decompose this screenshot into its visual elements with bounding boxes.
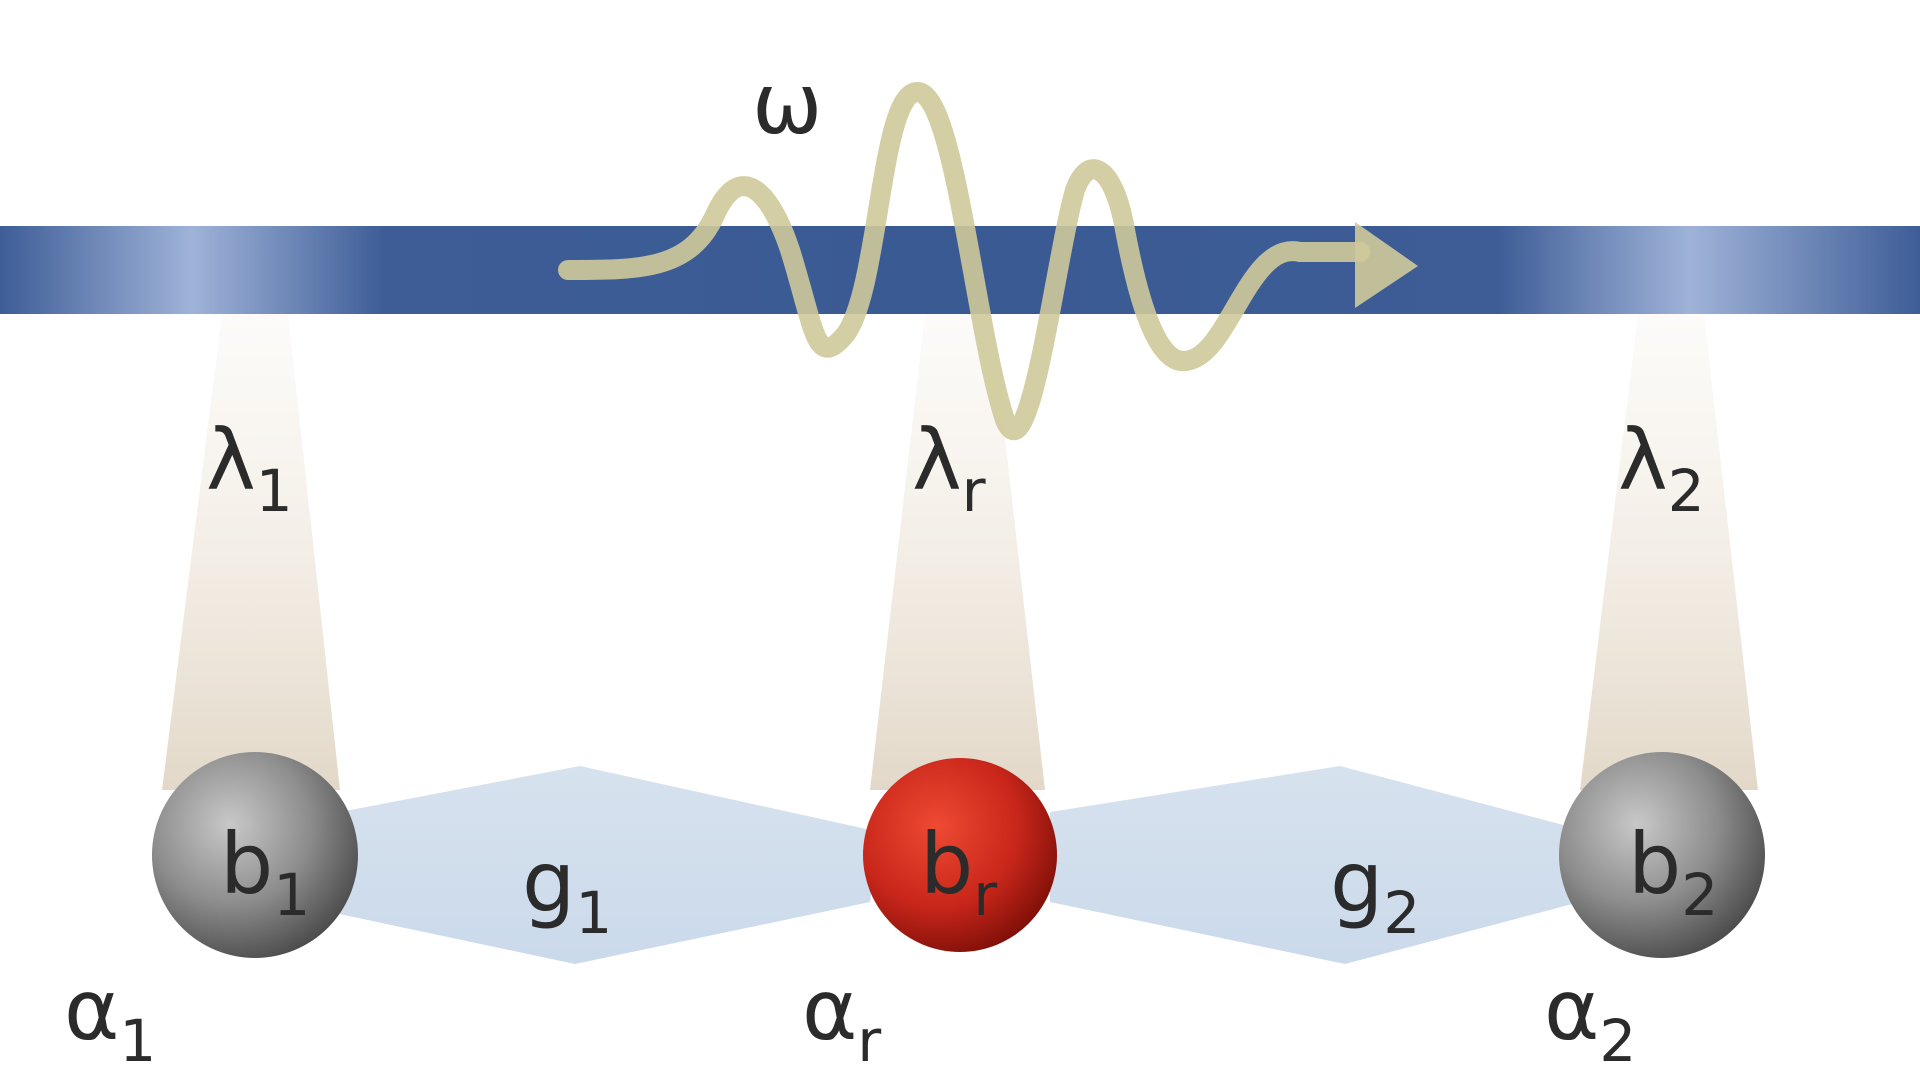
g1-label: g1 (522, 833, 613, 948)
photon-arrowhead (1355, 222, 1418, 308)
boson-r-label: br (920, 815, 998, 930)
boson-2-label: b2 (1628, 815, 1719, 930)
boson-r (863, 758, 1057, 952)
alpha-1-label: α1 (64, 961, 157, 1076)
coupling-g2-shape (1050, 766, 1590, 964)
g2-label: g2 (1330, 833, 1421, 948)
coupling-beam-r (870, 314, 1045, 790)
boson-2 (1559, 752, 1765, 958)
coupling-beam-2 (1580, 314, 1758, 790)
lambda-1-label: λ1 (206, 411, 293, 526)
boson-1-label: b1 (220, 815, 311, 930)
alpha-2-label: α2 (1544, 961, 1637, 1076)
coupling-beam-1 (162, 314, 340, 790)
lambda-r-label: λr (912, 411, 986, 526)
photon-wave (558, 82, 1370, 441)
omega-label: ω (752, 55, 823, 153)
lambda-2-label: λ2 (1618, 411, 1705, 526)
alpha-r-label: αr (802, 961, 882, 1076)
coupling-g1-shape (330, 766, 880, 964)
boson-1 (152, 752, 358, 958)
